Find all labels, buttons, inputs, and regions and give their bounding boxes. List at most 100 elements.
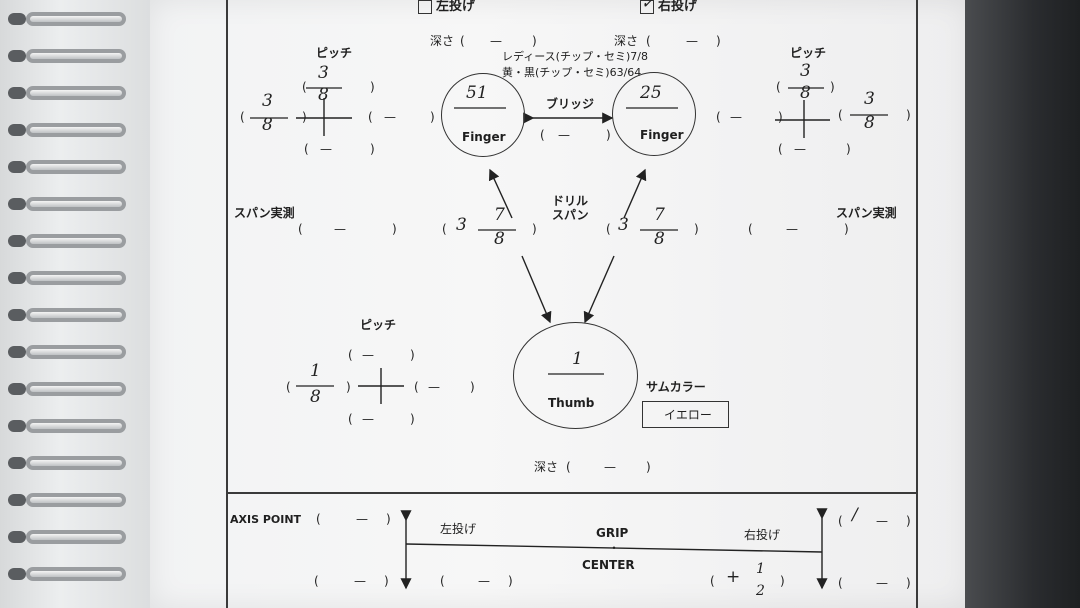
left-depth-blank[interactable]: — bbox=[490, 34, 502, 48]
right-pitch-left-blank[interactable]: — bbox=[730, 110, 742, 124]
right-pitch-top-numerator: 3 bbox=[800, 61, 811, 81]
thumb-color-box[interactable] bbox=[642, 401, 729, 428]
binder-ring bbox=[26, 160, 126, 174]
binder-ring bbox=[26, 456, 126, 470]
axis-right-bottom-blank[interactable]: — bbox=[876, 576, 888, 590]
binder-hole bbox=[8, 198, 26, 210]
axis-left-throw: 左投げ bbox=[440, 522, 477, 536]
bridge-blank[interactable]: — bbox=[558, 128, 570, 142]
right-pitch-side-numerator: 3 bbox=[864, 89, 875, 109]
axis-right-top-open: ( bbox=[838, 514, 843, 528]
binder-ring bbox=[26, 123, 126, 137]
left-span-open: ( bbox=[442, 222, 447, 236]
right-depth-open: ( bbox=[646, 34, 651, 48]
left-throw-checkbox[interactable] bbox=[418, 0, 432, 14]
left-pitch-bottom-open: ( bbox=[304, 142, 309, 156]
right-depth-label: 深さ bbox=[614, 34, 639, 48]
left-pitch-bottom-blank[interactable]: — bbox=[320, 142, 332, 156]
drill-span-label-2: スパン bbox=[552, 208, 589, 222]
grip-offset-open: ( bbox=[710, 574, 715, 588]
binder-rings bbox=[0, 0, 150, 608]
left-finger-hole[interactable] bbox=[441, 73, 525, 157]
thumb-pitch-bottom-blank[interactable]: — bbox=[362, 412, 374, 426]
left-pitch-side-denominator: 8 bbox=[262, 115, 273, 135]
axis-mid-bottom-open: ( bbox=[440, 574, 445, 588]
thumb-hole[interactable] bbox=[513, 322, 638, 429]
right-pitch-side-open: ( bbox=[838, 108, 843, 122]
axis-mid-bottom-close: ) bbox=[508, 574, 513, 588]
binder-hole bbox=[8, 235, 26, 247]
right-finger-size: 25 bbox=[640, 83, 662, 103]
right-pitch-bottom-blank[interactable]: — bbox=[794, 142, 806, 156]
right-pitch-side-close: ) bbox=[906, 108, 911, 122]
binder-ring bbox=[26, 234, 126, 248]
left-pitch-top-close: ) bbox=[370, 80, 375, 94]
left-finger-label: Finger bbox=[462, 130, 506, 144]
axis-point-open: ( bbox=[316, 512, 321, 526]
thumb-pitch-right-blank[interactable]: — bbox=[428, 380, 440, 394]
grip-offset-close: ) bbox=[780, 574, 785, 588]
left-span-whole: 3 bbox=[456, 215, 467, 235]
left-pitch-bottom-close: ) bbox=[370, 142, 375, 156]
thumb-pitch-right-close: ) bbox=[470, 380, 475, 394]
binder-hole bbox=[8, 346, 26, 358]
right-depth-blank[interactable]: — bbox=[686, 34, 698, 48]
binder-ring bbox=[26, 49, 126, 63]
right-span-open: ( bbox=[606, 222, 611, 236]
thumb-pitch-top-close: ) bbox=[410, 348, 415, 362]
left-pitch-right-open: ( bbox=[368, 110, 373, 124]
thumb-pitch-top-blank[interactable]: — bbox=[362, 348, 374, 362]
axis-section-divider bbox=[226, 492, 918, 494]
axis-dot: ・ bbox=[608, 541, 621, 555]
binder-hole bbox=[8, 309, 26, 321]
left-pitch-top-open: ( bbox=[302, 80, 307, 94]
binder-ring bbox=[26, 567, 126, 581]
axis-mid-bottom-blank[interactable]: — bbox=[478, 574, 490, 588]
left-span-measured-open: ( bbox=[298, 222, 303, 236]
axis-left-bottom-blank[interactable]: — bbox=[354, 574, 366, 588]
binder-hole bbox=[8, 568, 26, 580]
right-pitch-bottom-close: ) bbox=[846, 142, 851, 156]
left-depth-close: ) bbox=[532, 34, 537, 48]
thumb-depth-blank[interactable]: — bbox=[604, 460, 616, 474]
right-span-measured-open: ( bbox=[748, 222, 753, 236]
left-span-measured-label: スパン実測 bbox=[234, 206, 295, 220]
right-pitch-left-open: ( bbox=[716, 110, 721, 124]
thumb-depth-close: ) bbox=[646, 460, 651, 474]
axis-right-throw: 右投げ bbox=[744, 528, 781, 542]
thumb-pitch-side-open: ( bbox=[286, 380, 291, 394]
binder-hole bbox=[8, 161, 26, 173]
right-span-close: ) bbox=[694, 222, 699, 236]
right-pitch-left-close: ) bbox=[778, 110, 783, 124]
binder-ring bbox=[26, 271, 126, 285]
right-throw-checkbox[interactable] bbox=[640, 0, 654, 14]
thumb-depth-label: 深さ bbox=[534, 460, 559, 474]
axis-left-bottom-open: ( bbox=[314, 574, 319, 588]
binder-hole bbox=[8, 457, 26, 469]
axis-point-blank[interactable]: — bbox=[356, 512, 368, 526]
binder-ring bbox=[26, 345, 126, 359]
axis-left-bottom-close: ) bbox=[384, 574, 389, 588]
left-pitch-side-numerator: 3 bbox=[262, 91, 273, 111]
right-span-whole: 3 bbox=[618, 215, 629, 235]
binder-ring bbox=[26, 197, 126, 211]
right-pitch-top-open: ( bbox=[776, 80, 781, 94]
left-span-measured-blank[interactable]: — bbox=[334, 222, 346, 236]
binder-hole bbox=[8, 531, 26, 543]
right-span-measured-blank[interactable]: — bbox=[786, 222, 798, 236]
left-pitch-right-blank[interactable]: — bbox=[384, 110, 396, 124]
left-span-denominator: 8 bbox=[494, 229, 505, 249]
right-throw-label: 右投げ bbox=[658, 0, 698, 14]
right-throw-checkmark: ✓ bbox=[641, 0, 655, 12]
binder-ring bbox=[26, 530, 126, 544]
thumb-size: 1 bbox=[572, 349, 583, 369]
right-finger-hole[interactable] bbox=[612, 72, 696, 156]
axis-right-top-blank[interactable]: — bbox=[876, 514, 888, 528]
binder-hole bbox=[8, 272, 26, 284]
drill-sheet bbox=[150, 0, 970, 608]
binder-hole bbox=[8, 494, 26, 506]
left-pitch-top-denominator: 8 bbox=[318, 85, 329, 105]
thumb-depth-open: ( bbox=[566, 460, 571, 474]
axis-center-label: CENTER bbox=[582, 558, 635, 572]
